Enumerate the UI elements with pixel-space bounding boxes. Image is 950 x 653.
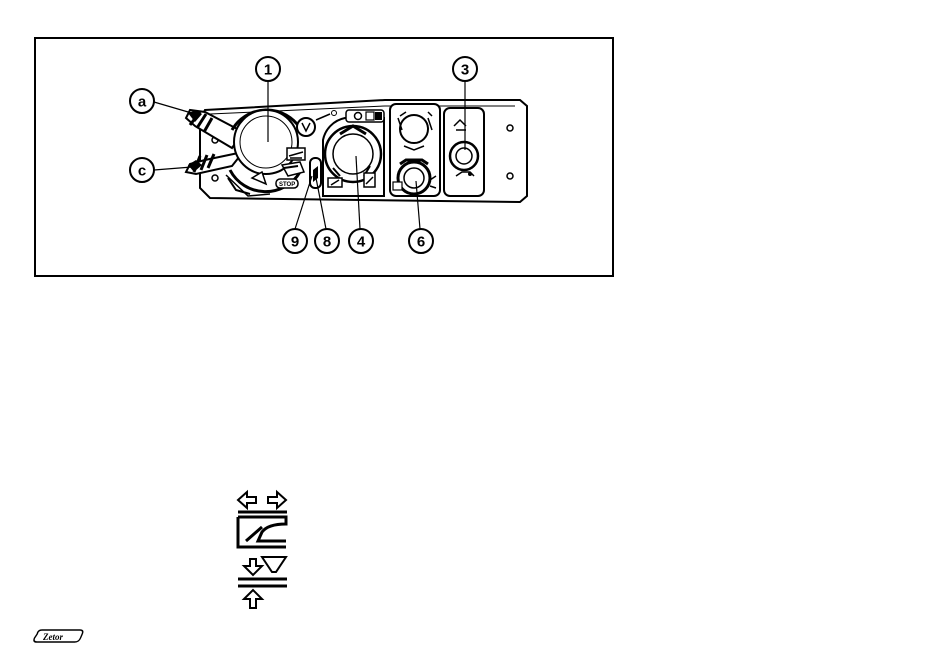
callout-8: 8 — [315, 229, 339, 253]
callout-1-label: 1 — [264, 62, 272, 79]
draft-control-symbol-icon — [238, 557, 287, 608]
indicator-lamps — [310, 158, 321, 188]
callout-9: 9 — [283, 229, 307, 253]
callout-4-label: 4 — [357, 234, 366, 251]
callout-6: 6 — [409, 229, 433, 253]
position-control-symbol-icon — [238, 492, 287, 547]
callout-3: 3 — [453, 57, 477, 81]
callout-c: c — [130, 158, 154, 182]
callout-1: 1 — [256, 57, 280, 81]
callout-a-label: a — [138, 94, 147, 111]
callout-6-label: 6 — [417, 234, 425, 251]
lift-speed-dial — [444, 108, 484, 196]
hydraulics-control-panel-figure: STOP — [35, 38, 613, 276]
callout-3-label: 3 — [461, 62, 469, 79]
callout-c-label: c — [138, 163, 146, 180]
sensitivity-dials — [390, 104, 440, 196]
zetor-logo-text: Zetor — [42, 632, 63, 642]
callout-a: a — [130, 89, 154, 113]
callout-4: 4 — [349, 229, 373, 253]
stop-label: STOP — [279, 182, 295, 188]
callout-8-label: 8 — [323, 234, 331, 251]
callout-9-label: 9 — [291, 234, 299, 251]
zetor-logo: Zetor — [34, 630, 84, 642]
